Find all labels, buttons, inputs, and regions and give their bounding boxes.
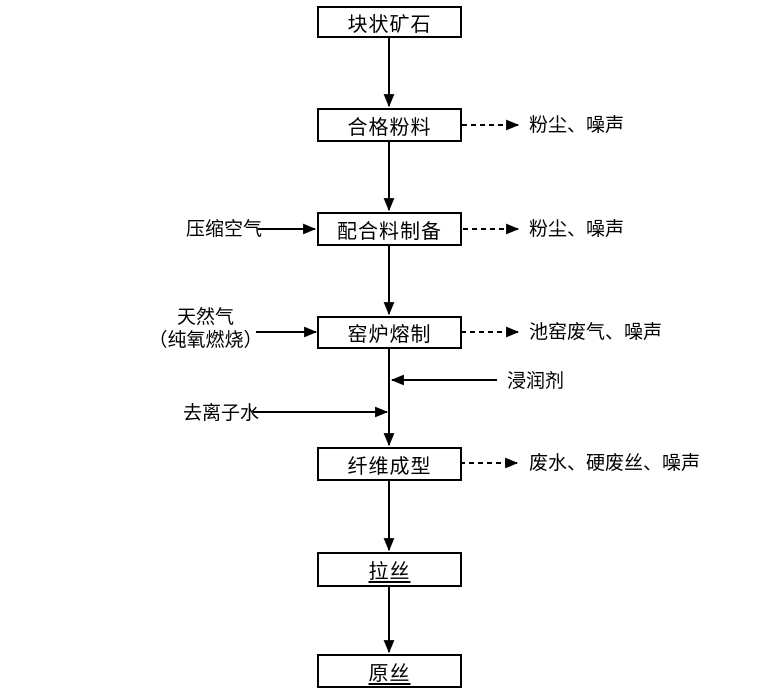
process-box-label: 窑炉熔制 — [347, 324, 432, 346]
process-box-label: 纤维成型 — [347, 455, 432, 478]
input-label-natural-gas-line2: （纯氧燃烧） — [148, 330, 263, 351]
process-box-label: 原丝 — [368, 662, 411, 685]
input-label-natural-gas: 天然气 （纯氧燃烧） — [148, 306, 263, 352]
process-box-drawing: 拉丝 — [317, 552, 462, 587]
process-box-label: 拉丝 — [368, 561, 411, 583]
emission-label-furnace-gas-noise: 池窑废气、噪声 — [529, 322, 663, 343]
process-box-label: 块状矿石 — [347, 13, 432, 36]
emission-label-dust-noise-2: 粉尘、噪声 — [529, 219, 625, 240]
input-label-compressed-air: 压缩空气 — [186, 219, 263, 240]
process-box-fiber-forming: 纤维成型 — [317, 447, 462, 481]
input-label-natural-gas-line1: 天然气 — [176, 307, 234, 328]
process-box-powder: 合格粉料 — [317, 108, 462, 142]
emission-label-dust-noise-1: 粉尘、噪声 — [529, 115, 625, 136]
input-label-deionized-water: 去离子水 — [183, 403, 260, 424]
process-box-furnace-melting: 窑炉熔制 — [317, 316, 462, 349]
process-box-batch-prep: 配合料制备 — [317, 212, 462, 246]
process-box-strand: 原丝 — [317, 654, 462, 688]
input-label-sizing-agent: 浸润剂 — [507, 371, 565, 392]
emission-label-wastewater-noise: 废水、硬废丝、噪声 — [529, 453, 701, 474]
process-box-label: 配合料制备 — [337, 220, 442, 243]
process-box-ore: 块状矿石 — [317, 6, 462, 38]
process-box-label: 合格粉料 — [347, 116, 432, 139]
